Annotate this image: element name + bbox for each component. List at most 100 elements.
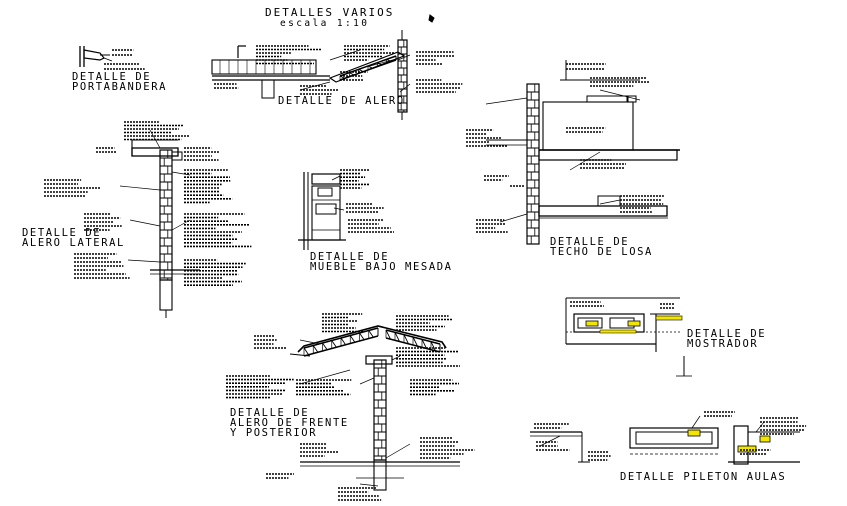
drawing-line bbox=[485, 97, 528, 105]
drawing-line bbox=[359, 332, 365, 341]
title-mueble-2: MUEBLE BAJO MESADA bbox=[310, 261, 453, 273]
drawing-line bbox=[399, 83, 411, 93]
drawing-rect bbox=[261, 79, 275, 99]
title-mostrador-1: DETALLE DE bbox=[687, 328, 767, 340]
drawing-line bbox=[299, 369, 351, 385]
drawing-rect bbox=[542, 101, 634, 151]
drawing-line bbox=[299, 339, 321, 345]
title-alero-lateral-2: ALERO LATERAL bbox=[22, 237, 125, 249]
drawing-rect bbox=[131, 147, 179, 157]
drawing-line bbox=[385, 329, 391, 340]
north-mark bbox=[428, 14, 435, 23]
drawing-line bbox=[691, 415, 701, 429]
drawing-line bbox=[367, 65, 373, 69]
drawing-path bbox=[328, 51, 406, 83]
drawing-rect bbox=[655, 315, 683, 321]
drawing-rect bbox=[577, 317, 603, 329]
title-alero: DETALLE DE ALERO bbox=[278, 95, 405, 107]
drawing-rect bbox=[159, 279, 173, 311]
drawing-rect bbox=[211, 59, 317, 75]
drawing-line bbox=[539, 435, 561, 447]
drawing-rect bbox=[171, 151, 183, 161]
drawing-rect bbox=[629, 427, 719, 449]
drawing-line bbox=[359, 483, 379, 487]
drawing-line bbox=[340, 337, 346, 346]
drawing-rect bbox=[627, 320, 641, 327]
drawing-path bbox=[297, 325, 447, 353]
title-alero-frente-2: ALERO DE FRENTE bbox=[230, 417, 349, 429]
sheet-scale: escala 1:10 bbox=[280, 18, 370, 29]
drawing-line bbox=[391, 355, 401, 361]
title-alero-frente-1: DETALLE DE bbox=[230, 407, 310, 419]
title-portabandera-2: PORTABANDERA bbox=[72, 81, 168, 93]
drawing-rect bbox=[159, 149, 173, 281]
drawing-rect bbox=[311, 173, 341, 185]
drawing-line bbox=[329, 49, 361, 61]
drawing-line bbox=[303, 347, 309, 356]
drawing-line bbox=[349, 72, 355, 76]
title-mostrador-2: MOSTRADOR bbox=[687, 338, 759, 350]
detail-portabandera bbox=[79, 46, 145, 70]
drawing-line bbox=[127, 259, 161, 263]
drawing-line bbox=[333, 207, 345, 211]
drawing-rect bbox=[317, 187, 333, 197]
drawing-rect bbox=[373, 459, 387, 491]
drawing-rect bbox=[538, 149, 678, 161]
detail-pileton bbox=[530, 411, 807, 465]
title-techo-losa-2: TECHO DE LOSA bbox=[550, 246, 653, 258]
drawing-rect bbox=[586, 95, 628, 103]
drawing-line bbox=[599, 199, 621, 205]
drawing-line bbox=[312, 345, 319, 353]
drawing-line bbox=[331, 340, 337, 348]
detail-alero bbox=[211, 30, 463, 120]
drawing-line bbox=[331, 175, 341, 181]
drawing-rect bbox=[315, 203, 337, 215]
drawing-line bbox=[385, 443, 411, 459]
drawing-line bbox=[129, 219, 161, 227]
detail-alero-lateral bbox=[44, 121, 252, 318]
drawing-rect bbox=[737, 445, 757, 453]
drawing-rect bbox=[635, 431, 713, 445]
title-portabandera-1: DETALLE DE bbox=[72, 71, 152, 83]
drawing-line bbox=[421, 339, 427, 349]
drawing-line bbox=[103, 57, 113, 62]
detail-mostrador bbox=[565, 297, 692, 377]
drawing-line bbox=[369, 57, 401, 67]
drawing-line bbox=[499, 213, 528, 223]
drawing-line bbox=[599, 89, 641, 101]
drawing-line bbox=[368, 330, 374, 338]
drawing-line bbox=[349, 335, 356, 343]
drawing-line bbox=[394, 332, 400, 342]
title-alero-lateral-1: DETALLE DE bbox=[22, 227, 102, 239]
drawing-rect bbox=[759, 435, 771, 443]
drawing-line bbox=[289, 353, 311, 357]
drawing-rect bbox=[599, 329, 637, 334]
drawing-line bbox=[359, 377, 375, 385]
drawing-line bbox=[386, 58, 392, 63]
drawing-line bbox=[377, 62, 383, 66]
detail-mueble bbox=[298, 169, 394, 250]
drawing-line bbox=[171, 171, 191, 176]
drawing-rect bbox=[687, 429, 701, 437]
drawing-line bbox=[171, 219, 191, 231]
drawing-line bbox=[755, 421, 765, 433]
drawing-line bbox=[403, 334, 409, 345]
drawing-line bbox=[119, 185, 161, 191]
drawing-line bbox=[149, 129, 161, 149]
drawing-line bbox=[569, 151, 601, 171]
drawing-line bbox=[299, 81, 331, 91]
drawing-rect bbox=[585, 320, 599, 327]
title-pileton: DETALLE PILETON AULAS bbox=[620, 471, 787, 483]
drawing-path bbox=[83, 49, 105, 61]
drawing-rect bbox=[733, 425, 749, 465]
sheet-title: DETALLES VARIOS bbox=[265, 6, 395, 19]
drawing-line bbox=[430, 341, 436, 352]
drawing-path bbox=[428, 14, 435, 23]
drawing-rect bbox=[597, 195, 621, 207]
detail-techo-losa bbox=[466, 60, 680, 245]
detail-alero-frente bbox=[226, 313, 475, 501]
title-mueble-1: DETALLE DE bbox=[310, 251, 390, 263]
drawing-line bbox=[412, 336, 418, 347]
